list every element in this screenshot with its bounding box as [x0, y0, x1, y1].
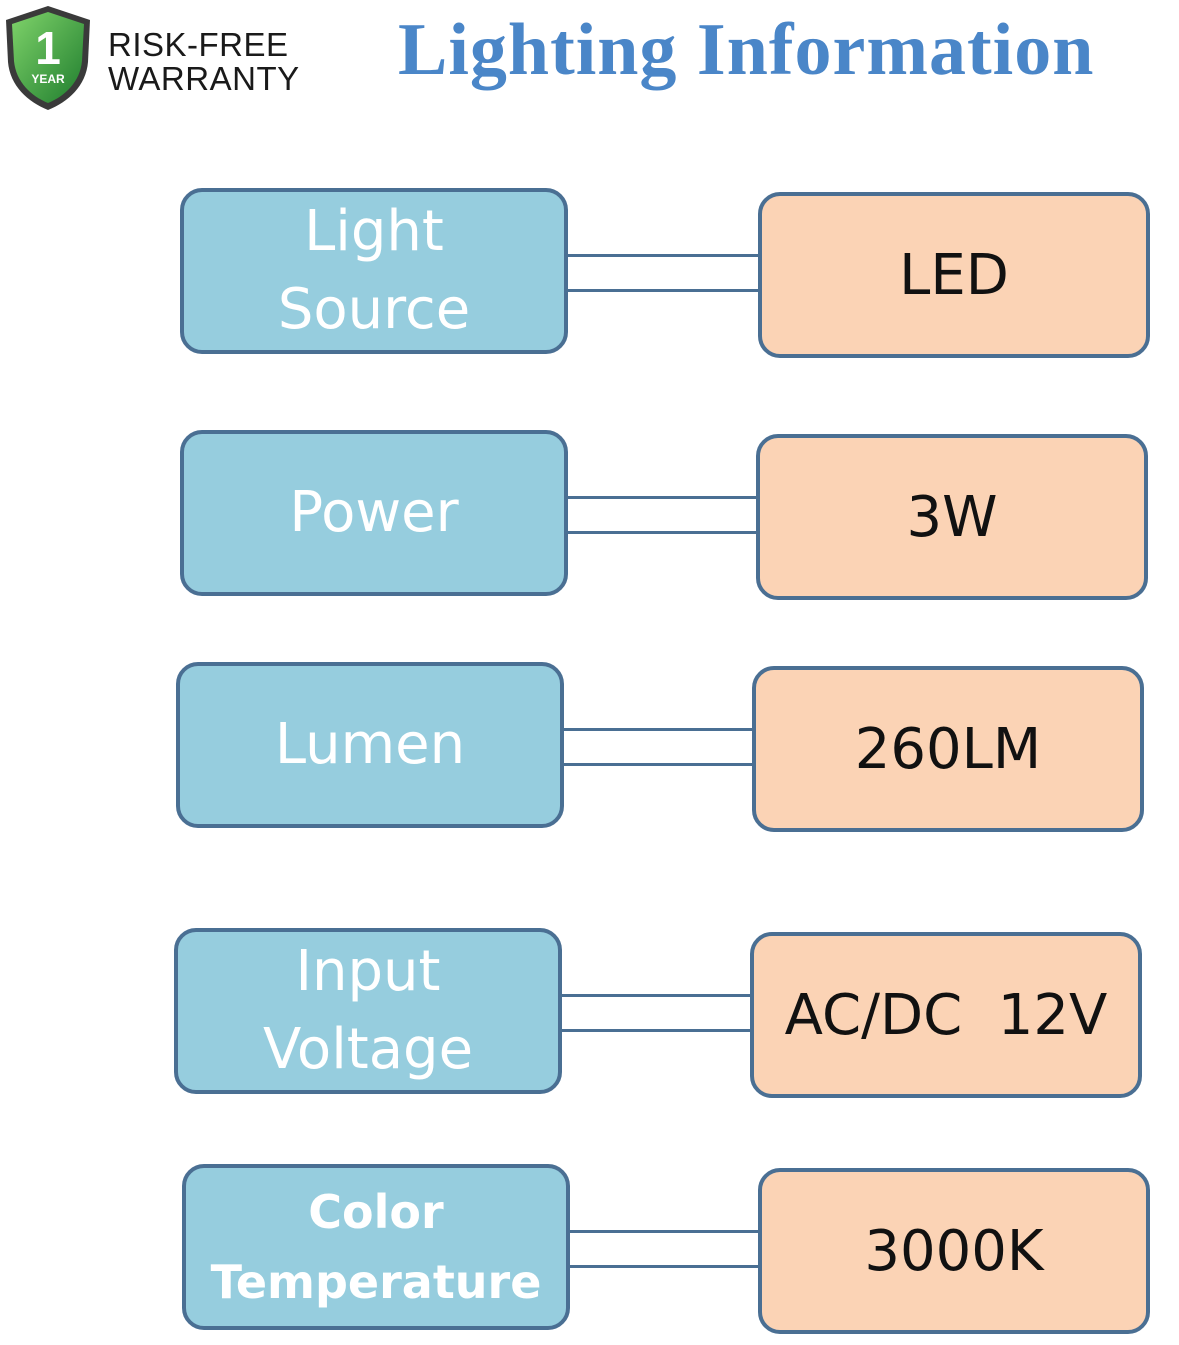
page-title: Lighting Information — [398, 9, 1095, 91]
warranty-text: RISK-FREE WARRANTY — [108, 28, 300, 96]
spec-value: LED — [899, 242, 1009, 308]
spec-value: 3W — [906, 484, 998, 550]
warranty-line1: RISK-FREE — [108, 26, 289, 63]
spec-value: 3000K — [864, 1218, 1044, 1284]
spec-label-box: Power — [180, 430, 568, 596]
spec-label-box: Lumen — [176, 662, 564, 828]
spec-value-box: 3000K — [758, 1168, 1150, 1334]
spec-row-lumen: Lumen 260LM — [0, 662, 1179, 834]
spec-label-box: Input Voltage — [174, 928, 562, 1094]
spec-value: AC/DC 12V — [784, 982, 1108, 1048]
spec-label: Input Voltage — [262, 939, 474, 1082]
badge-unit: YEAR — [31, 72, 65, 86]
warranty-line2: WARRANTY — [108, 60, 300, 97]
spec-value-box: AC/DC 12V — [750, 932, 1142, 1098]
connector-line — [562, 994, 750, 1032]
spec-label: Power — [289, 480, 459, 545]
connector-line — [570, 1230, 758, 1268]
spec-row-color-temperature: Color Temperature 3000K — [0, 1164, 1179, 1336]
shield-icon: 1 YEAR — [6, 6, 90, 110]
spec-label: Lumen — [274, 712, 466, 777]
spec-row-input-voltage: Input Voltage AC/DC 12V — [0, 928, 1179, 1100]
spec-label: Color Temperature — [210, 1185, 542, 1309]
spec-value-box: 3W — [756, 434, 1148, 600]
spec-row-light-source: Light Source LED — [0, 188, 1179, 360]
connector-line — [568, 254, 758, 292]
spec-label: Light Source — [277, 199, 471, 342]
warranty-badge: 1 YEAR RISK-FREE WARRANTY — [0, 0, 340, 120]
spec-label-box: Color Temperature — [182, 1164, 570, 1330]
badge-number: 1 — [35, 22, 61, 74]
spec-value-box: LED — [758, 192, 1150, 358]
spec-value-box: 260LM — [752, 666, 1144, 832]
spec-row-power: Power 3W — [0, 430, 1179, 602]
connector-line — [564, 728, 752, 766]
connector-line — [568, 496, 756, 534]
spec-label-box: Light Source — [180, 188, 568, 354]
spec-value: 260LM — [854, 716, 1042, 782]
